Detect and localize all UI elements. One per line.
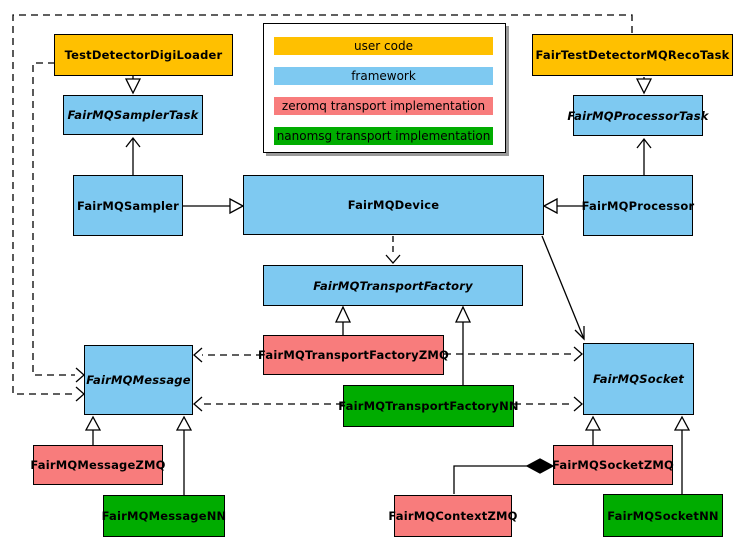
class-label: FairMQMessage [86, 373, 191, 387]
class-label: FairMQMessageZMQ [30, 458, 166, 472]
edge-messagenn-inherits-message [175, 415, 193, 495]
legend-item-zeromq: zeromq transport implementation [274, 97, 493, 115]
class-box-fairmqsocketzmq: FairMQSocketZMQ [552, 445, 674, 485]
class-label: FairMQSampler [76, 198, 180, 213]
edge-device-depends-transportfactory [385, 236, 401, 264]
edge-sampler-inherits-device [183, 197, 245, 215]
class-label: FairMQTransportFactoryZMQ [258, 348, 450, 362]
legend-label: nanomsg transport implementation [276, 129, 491, 143]
class-box-fairmqtransportfactory: FairMQTransportFactory [263, 265, 523, 306]
class-box-fairmqmessagenn: FairMQMessageNN [101, 495, 227, 537]
class-label: FairMQSocketZMQ [552, 458, 674, 472]
edge-digiloader-inherits-samplertask [124, 76, 142, 95]
class-box-fairmqsocketnn: FairMQSocketNN [603, 494, 723, 537]
edge-processor-uses-processortask [636, 137, 652, 175]
class-label: FairMQProcessor [581, 198, 695, 213]
legend-label: zeromq transport implementation [281, 99, 486, 113]
class-label: FairMQMessageNN [101, 509, 227, 523]
class-box-fairmqsamplertask: FairMQSamplerTask [63, 95, 203, 135]
class-label: FairMQSocketNN [607, 508, 719, 523]
class-label: FairTestDetectorMQRecoTask [535, 48, 730, 62]
dependency-arrowhead-icon [193, 347, 203, 363]
dependency-arrowhead-icon [573, 396, 583, 412]
edge-device-uses-socket [541, 235, 585, 341]
edge-factoryzmq-depends-message [193, 347, 263, 363]
class-label: FairMQDevice [347, 198, 440, 212]
inheritance-triangle-icon [635, 78, 653, 95]
legend-label: user code [354, 39, 413, 53]
edge-factoryzmq-depends-socket [444, 346, 583, 362]
class-label: TestDetectorDigiLoader [64, 48, 223, 62]
inheritance-triangle-icon [84, 415, 102, 431]
inheritance-triangle-icon [334, 305, 352, 323]
legend-label: framework [351, 69, 416, 83]
inheritance-triangle-icon [584, 415, 602, 431]
class-box-fairmqsocket: FairMQSocket [583, 343, 694, 415]
open-arrowhead-icon [574, 326, 585, 341]
edge-factoryzmq-inherits-factory [334, 305, 352, 336]
class-label: FairMQTransportFactory [313, 278, 473, 293]
class-label: FairMQContextZMQ [388, 509, 518, 523]
class-label: FairMQSamplerTask [67, 108, 199, 122]
edge-factorynn-depends-socket [514, 396, 583, 412]
open-arrowhead-icon [125, 136, 141, 148]
open-arrowhead-icon [636, 137, 652, 149]
dependency-arrowhead-icon [385, 254, 401, 264]
dependency-arrowhead-icon [193, 396, 203, 412]
class-label: FairMQTransportFactoryNN [338, 399, 519, 413]
class-box-fairmqsampler: FairMQSampler [73, 175, 183, 236]
class-box-fairmqprocessor: FairMQProcessor [581, 175, 695, 236]
dependency-arrowhead-icon [75, 367, 85, 383]
legend: user code framework zeromq transport imp… [263, 23, 506, 153]
inheritance-triangle-icon [124, 78, 142, 95]
legend-item-framework: framework [274, 67, 493, 85]
class-box-testdetectordigiloader: TestDetectorDigiLoader [54, 34, 233, 76]
class-box-fairmqtransportfactoryzmq: FairMQTransportFactoryZMQ [258, 335, 449, 375]
composition-diamond-icon [525, 458, 555, 474]
legend-item-user-code: user code [274, 37, 493, 55]
dependency-arrowhead-icon [75, 386, 85, 402]
edge-factorynn-depends-message [193, 396, 343, 412]
inheritance-triangle-icon [175, 415, 193, 431]
class-box-fairmqcontextzmq: FairMQContextZMQ [388, 495, 517, 537]
edge-socketzmq-inherits-socket [584, 415, 602, 445]
class-box-fairmqtransportfactorynn: FairMQTransportFactoryNN [338, 385, 519, 427]
edge-socketnn-inherits-socket [673, 415, 691, 494]
inheritance-triangle-icon [542, 197, 558, 215]
edge-recotask-inherits-processortask [635, 77, 653, 95]
class-label: FairMQSocket [592, 372, 685, 386]
edge-socketzmq-composes-contextzmq [453, 458, 555, 494]
class-box-fairmqmessagezmq: FairMQMessageZMQ [30, 445, 166, 485]
dependency-arrowhead-icon [573, 346, 583, 362]
edge-processor-inherits-device [542, 197, 583, 215]
edge-factorynn-inherits-factory [454, 305, 472, 385]
edge-messagezmq-inherits-message [84, 415, 102, 445]
edge-sampler-uses-samplertask [125, 136, 141, 175]
class-box-fairtestdetectormqrecotask: FairTestDetectorMQRecoTask [532, 34, 733, 76]
class-box-fairmqmessage: FairMQMessage [84, 345, 193, 415]
class-box-fairmqdevice: FairMQDevice [243, 175, 544, 235]
inheritance-triangle-icon [454, 305, 472, 323]
class-box-fairmqprocessortask: FairMQProcessorTask [567, 95, 708, 136]
inheritance-triangle-icon [673, 415, 691, 431]
legend-item-nanomsg: nanomsg transport implementation [274, 127, 493, 145]
inheritance-triangle-icon [229, 197, 245, 215]
class-label: FairMQProcessorTask [567, 108, 709, 123]
